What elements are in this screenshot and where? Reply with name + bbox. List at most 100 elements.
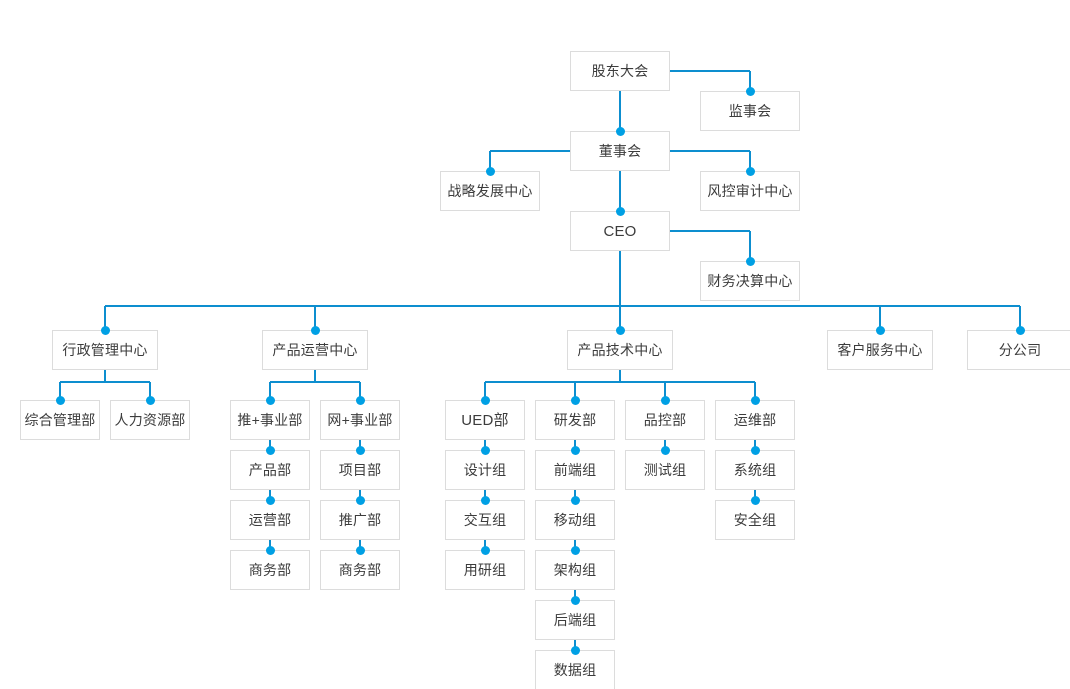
org-node-label: 战略发展中心 bbox=[447, 183, 533, 199]
org-node-n24[interactable]: 设计组 bbox=[445, 450, 525, 490]
connector-dot bbox=[355, 545, 365, 555]
org-node-label: 网+事业部 bbox=[327, 412, 393, 428]
connector-dot bbox=[660, 445, 670, 455]
org-node-n34[interactable]: 测试组 bbox=[625, 450, 705, 490]
connector-dot bbox=[1015, 325, 1025, 335]
connector-dot bbox=[310, 325, 320, 335]
org-node-n5[interactable]: 风控审计中心 bbox=[700, 171, 800, 211]
org-node-n25[interactable]: 交互组 bbox=[445, 500, 525, 540]
org-node-n21[interactable]: 推广部 bbox=[320, 500, 400, 540]
org-node-label: 运营部 bbox=[248, 512, 292, 528]
connector-dot bbox=[265, 495, 275, 505]
org-node-n16[interactable]: 产品部 bbox=[230, 450, 310, 490]
org-node-label: 移动组 bbox=[553, 512, 597, 528]
org-node-n19[interactable]: 网+事业部 bbox=[320, 400, 400, 440]
org-node-n7[interactable]: 财务决算中心 bbox=[700, 261, 800, 301]
connector-dot bbox=[875, 325, 885, 335]
org-node-n22[interactable]: 商务部 bbox=[320, 550, 400, 590]
connector-dot bbox=[570, 595, 580, 605]
org-node-n31[interactable]: 后端组 bbox=[535, 600, 615, 640]
connector-dot bbox=[615, 126, 625, 136]
org-node-n12[interactable]: 分公司 bbox=[967, 330, 1070, 370]
org-node-label: CEO bbox=[603, 222, 637, 240]
org-node-label: 后端组 bbox=[553, 612, 597, 628]
connector-dot bbox=[660, 395, 670, 405]
org-node-n3[interactable]: 董事会 bbox=[570, 131, 670, 171]
connector-dot bbox=[480, 495, 490, 505]
connector-dot bbox=[55, 395, 65, 405]
connector-dot bbox=[750, 495, 760, 505]
org-node-n26[interactable]: 用研组 bbox=[445, 550, 525, 590]
org-node-label: 设计组 bbox=[463, 462, 507, 478]
org-node-n9[interactable]: 产品运营中心 bbox=[262, 330, 368, 370]
org-node-n11[interactable]: 客户服务中心 bbox=[827, 330, 933, 370]
org-node-n20[interactable]: 项目部 bbox=[320, 450, 400, 490]
org-node-n4[interactable]: 战略发展中心 bbox=[440, 171, 540, 211]
org-node-n35[interactable]: 运维部 bbox=[715, 400, 795, 440]
org-node-n6[interactable]: CEO bbox=[570, 211, 670, 251]
org-node-label: 推+事业部 bbox=[237, 412, 303, 428]
org-node-n2[interactable]: 监事会 bbox=[700, 91, 800, 131]
connector-dot bbox=[570, 545, 580, 555]
org-node-label: 研发部 bbox=[553, 412, 597, 428]
org-node-label: 安全组 bbox=[733, 512, 777, 528]
org-node-n32[interactable]: 数据组 bbox=[535, 650, 615, 689]
connector-dot bbox=[355, 395, 365, 405]
org-node-label: 综合管理部 bbox=[24, 412, 96, 428]
org-node-n1[interactable]: 股东大会 bbox=[570, 51, 670, 91]
org-node-n33[interactable]: 品控部 bbox=[625, 400, 705, 440]
org-node-n30[interactable]: 架构组 bbox=[535, 550, 615, 590]
org-node-n14[interactable]: 人力资源部 bbox=[110, 400, 190, 440]
org-node-label: 项目部 bbox=[338, 462, 382, 478]
connector-dot bbox=[750, 445, 760, 455]
org-node-label: 商务部 bbox=[248, 562, 292, 578]
connector-dot bbox=[265, 445, 275, 455]
connector-dot bbox=[355, 445, 365, 455]
connector-dot bbox=[570, 395, 580, 405]
org-node-label: 商务部 bbox=[338, 562, 382, 578]
connector-dot bbox=[570, 495, 580, 505]
connector-dot bbox=[745, 166, 755, 176]
org-node-n29[interactable]: 移动组 bbox=[535, 500, 615, 540]
org-node-n36[interactable]: 系统组 bbox=[715, 450, 795, 490]
org-node-n13[interactable]: 综合管理部 bbox=[20, 400, 100, 440]
org-node-label: 运维部 bbox=[733, 412, 777, 428]
org-node-label: 人力资源部 bbox=[114, 412, 186, 428]
connector-dot bbox=[480, 545, 490, 555]
org-node-label: 股东大会 bbox=[591, 63, 649, 79]
connector-dot bbox=[480, 395, 490, 405]
connector-dot bbox=[145, 395, 155, 405]
org-node-label: 交互组 bbox=[463, 512, 507, 528]
org-node-n18[interactable]: 商务部 bbox=[230, 550, 310, 590]
org-node-n23[interactable]: UED部 bbox=[445, 400, 525, 440]
org-node-label: 产品运营中心 bbox=[272, 342, 358, 358]
org-node-label: 风控审计中心 bbox=[707, 183, 793, 199]
connector-dot bbox=[615, 325, 625, 335]
org-node-label: 董事会 bbox=[598, 143, 642, 159]
connector-dot bbox=[265, 545, 275, 555]
connector-dot bbox=[615, 206, 625, 216]
connector-dot bbox=[745, 86, 755, 96]
org-node-n27[interactable]: 研发部 bbox=[535, 400, 615, 440]
org-node-n28[interactable]: 前端组 bbox=[535, 450, 615, 490]
org-node-n15[interactable]: 推+事业部 bbox=[230, 400, 310, 440]
org-node-label: 系统组 bbox=[733, 462, 777, 478]
org-node-label: UED部 bbox=[461, 411, 509, 429]
org-node-n8[interactable]: 行政管理中心 bbox=[52, 330, 158, 370]
org-node-n17[interactable]: 运营部 bbox=[230, 500, 310, 540]
connector-dot bbox=[570, 445, 580, 455]
org-node-label: 产品技术中心 bbox=[577, 342, 663, 358]
org-node-label: 产品部 bbox=[248, 462, 292, 478]
connector-dot bbox=[750, 395, 760, 405]
connector-dot bbox=[570, 645, 580, 655]
org-node-label: 架构组 bbox=[553, 562, 597, 578]
org-node-n37[interactable]: 安全组 bbox=[715, 500, 795, 540]
connector-dot bbox=[265, 395, 275, 405]
connector-dot bbox=[485, 166, 495, 176]
org-node-label: 财务决算中心 bbox=[707, 273, 793, 289]
connector-dot bbox=[745, 256, 755, 266]
org-node-n10[interactable]: 产品技术中心 bbox=[567, 330, 673, 370]
org-node-label: 数据组 bbox=[553, 662, 597, 678]
org-node-label: 客户服务中心 bbox=[837, 342, 923, 358]
